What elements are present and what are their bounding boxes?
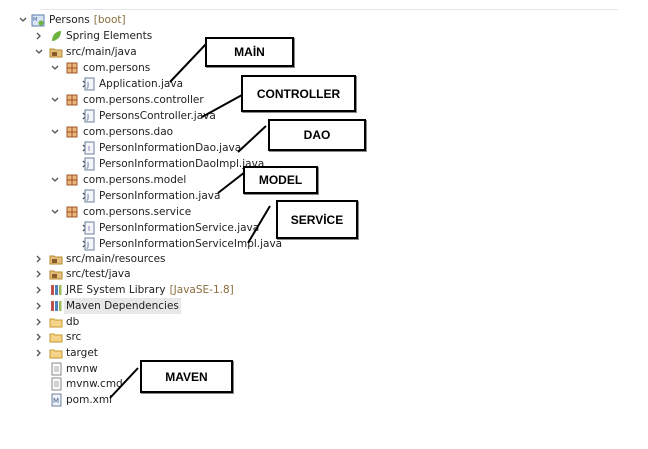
tree-item-label: PersonInformationServiceImpl.java	[99, 238, 283, 250]
project-name: Persons[boot]	[49, 14, 126, 26]
chevron-right-icon[interactable]	[34, 329, 44, 345]
tree-item-label: src	[66, 331, 82, 343]
tree-item-label: Maven Dependencies	[64, 298, 181, 314]
tree-item-label: PersonsController.java	[99, 110, 216, 122]
chevron-right-icon[interactable]	[34, 28, 44, 44]
java-file-icon: J	[82, 108, 96, 124]
chevron-right-icon[interactable]	[34, 251, 44, 267]
chevron-right-icon[interactable]	[34, 298, 44, 314]
tree-item-label: target	[66, 347, 98, 359]
jre-decoration: [JavaSE-1.8]	[169, 284, 234, 296]
svg-text:J: J	[86, 193, 89, 201]
leader-line-model	[217, 171, 246, 194]
library-icon	[49, 282, 63, 298]
folder-icon	[49, 314, 63, 330]
tree-item-label: com.persons.dao	[83, 126, 174, 138]
tree-item-label: PersonInformationDao.java	[99, 142, 242, 154]
source-folder-icon	[49, 44, 63, 60]
java-file-icon: J	[82, 236, 96, 252]
source-folder-icon	[49, 251, 63, 267]
chevron-right-icon[interactable]	[34, 282, 44, 298]
tree-item-label: Application.java	[99, 78, 184, 90]
text-file-icon	[49, 376, 63, 392]
library-icon	[49, 298, 63, 314]
chevron-down-icon[interactable]	[18, 12, 28, 28]
package-icon	[65, 204, 79, 220]
java-file-icon: J	[82, 156, 96, 172]
tree-item-label: com.persons.model	[83, 174, 187, 186]
spring-leaf-icon	[49, 28, 63, 44]
svg-text:J: J	[86, 161, 89, 169]
tree-item-label: com.persons.controller	[83, 94, 204, 106]
tree-item-label: db	[66, 316, 80, 328]
callout-service: SERVİCE	[276, 200, 358, 239]
chevron-down-icon[interactable]	[50, 124, 60, 140]
tree-item-label: PersonInformationService.java	[99, 222, 260, 234]
chevron-down-icon[interactable]	[50, 92, 60, 108]
tree-item-label: PersonInformationDaoImpl.java	[99, 158, 265, 170]
package-icon	[65, 92, 79, 108]
tree-item-label: src/main/java	[66, 46, 137, 58]
svg-text:I: I	[88, 145, 90, 153]
java-file-icon: J	[82, 76, 96, 92]
tree-item-label: mvnw	[66, 363, 98, 375]
callout-controller: CONTROLLER	[241, 75, 356, 112]
view-top-border	[40, 9, 618, 10]
package-icon	[65, 60, 79, 76]
tree-item-label: PersonInformation.java	[99, 190, 221, 202]
svg-text:J: J	[86, 81, 89, 89]
svg-text:M: M	[53, 397, 59, 405]
tree-item-label: src/main/resources	[66, 253, 166, 265]
svg-text:I: I	[88, 225, 90, 233]
tree-item-label: src/test/java	[66, 268, 131, 280]
tree-item-label: pom.xml	[66, 394, 113, 406]
text-file-icon	[49, 361, 63, 377]
chevron-right-icon[interactable]	[34, 266, 44, 282]
leader-line-dao	[237, 125, 267, 153]
callout-model: MODEL	[243, 166, 318, 194]
package-icon	[65, 124, 79, 140]
folder-icon	[49, 345, 63, 361]
tree-item-label: JRE System Library[JavaSE-1.8]	[66, 284, 234, 296]
chevron-down-icon[interactable]	[50, 60, 60, 76]
callout-maven: MAVEN	[140, 360, 233, 393]
tree-item-label: com.persons	[83, 62, 151, 74]
java-file-icon: J	[82, 188, 96, 204]
chevron-right-icon[interactable]	[34, 314, 44, 330]
chevron-down-icon[interactable]	[50, 204, 60, 220]
tree-item-label: com.persons.service	[83, 206, 192, 218]
folder-icon	[49, 329, 63, 345]
java-interface-file-icon: I	[82, 140, 96, 156]
tree-item-label: Spring Elements	[66, 30, 153, 42]
source-folder-icon	[49, 266, 63, 282]
chevron-right-icon[interactable]	[34, 345, 44, 361]
maven-spring-project-icon: M	[31, 12, 45, 28]
java-interface-file-icon: I	[82, 220, 96, 236]
callout-main: MAİN	[205, 37, 294, 67]
package-icon	[65, 172, 79, 188]
tree-item-label: mvnw.cmd	[66, 378, 123, 390]
chevron-down-icon[interactable]	[34, 44, 44, 60]
svg-text:M: M	[33, 17, 37, 23]
project-decoration: [boot]	[93, 14, 126, 26]
svg-text:J: J	[86, 241, 89, 249]
chevron-down-icon[interactable]	[50, 172, 60, 188]
maven-pom-icon: M	[49, 392, 63, 408]
callout-dao: DAO	[268, 119, 366, 151]
svg-text:J: J	[86, 113, 89, 121]
